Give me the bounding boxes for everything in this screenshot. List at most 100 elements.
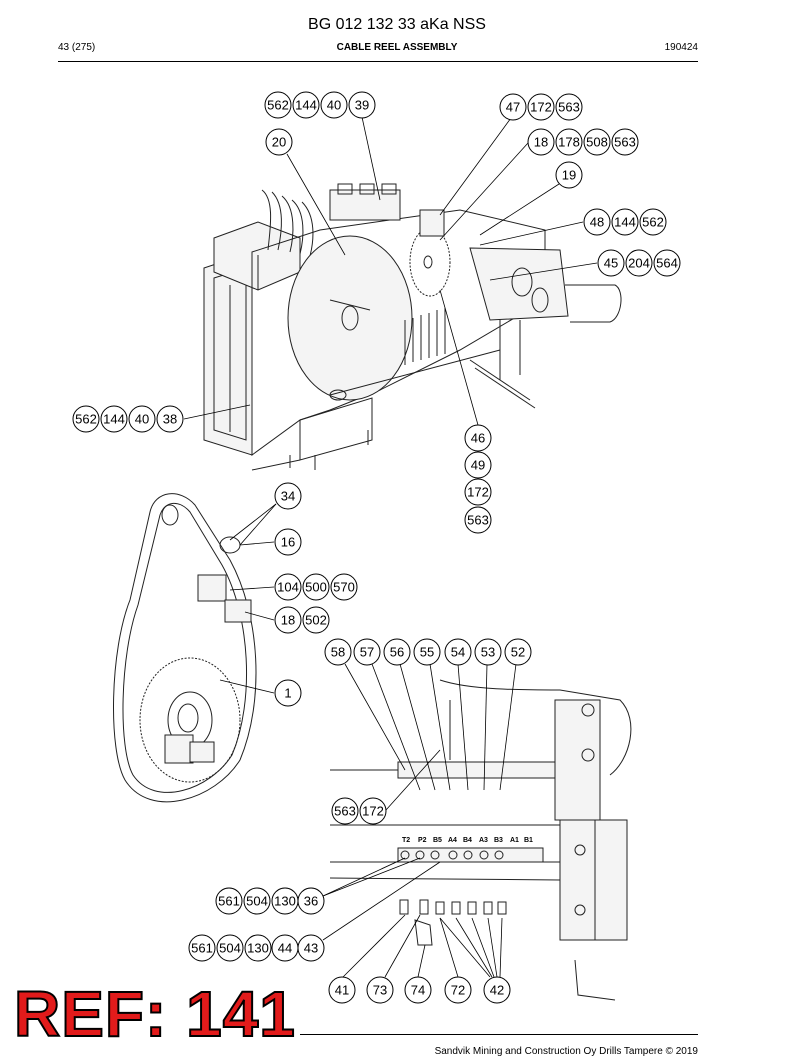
callout-58: 58 [324,638,352,666]
lower-fittings [399,899,507,946]
valve-label-b1: B1 [524,837,533,844]
callout-56: 56 [383,638,411,666]
svg-text:54: 54 [451,645,465,660]
svg-text:204: 204 [628,256,650,271]
callout-72: 72 [444,976,472,1004]
page-number: 43 (275) [58,42,96,53]
callout-563: 563 [555,93,583,121]
callout-130: 130 [271,887,299,915]
svg-text:563: 563 [558,100,580,115]
svg-text:178: 178 [558,135,580,150]
callout-144: 144 [100,405,128,433]
callout-48: 48 [583,208,611,236]
svg-text:40: 40 [135,412,149,427]
svg-text:56: 56 [390,645,404,660]
svg-text:19: 19 [562,168,576,183]
svg-text:43: 43 [304,941,318,956]
leader-lines [183,116,598,978]
callout-47: 47 [499,93,527,121]
svg-text:504: 504 [219,941,241,956]
svg-text:47: 47 [506,100,520,115]
callout-57: 57 [353,638,381,666]
callout-563: 563 [331,797,359,825]
svg-text:563: 563 [334,804,356,819]
callout-563: 563 [464,506,492,534]
svg-text:504: 504 [246,894,268,909]
callout-40: 40 [128,405,156,433]
callout-1: 1 [274,679,302,707]
header-rule [58,61,698,62]
callout-508: 508 [583,128,611,156]
svg-text:502: 502 [305,613,327,628]
callout-20: 20 [265,128,293,156]
svg-text:561: 561 [191,941,213,956]
callout-561: 561 [215,887,243,915]
svg-text:508: 508 [586,135,608,150]
svg-text:562: 562 [642,215,664,230]
callout-172: 172 [464,478,492,506]
valve-manifold-detail: T2 P2 B5 A4 B4 A3 B3 A1 B1 [329,679,632,1001]
callout-144: 144 [292,91,320,119]
svg-text:55: 55 [420,645,434,660]
svg-text:46: 46 [471,431,485,446]
footer-copyright: Sandvik Mining and Construction Oy Drill… [434,1046,698,1057]
callout-562: 562 [264,91,292,119]
callout-563: 563 [611,128,639,156]
callout-502: 502 [302,606,330,634]
svg-text:45: 45 [604,256,618,271]
callout-38: 38 [156,405,184,433]
svg-text:49: 49 [471,458,485,473]
svg-text:172: 172 [362,804,384,819]
svg-text:39: 39 [355,98,369,113]
belt-drive-assembly [113,493,257,803]
valve-label-a3: A3 [479,837,488,844]
valve-label-t2: T2 [402,837,410,844]
svg-text:40: 40 [327,98,341,113]
callout-19: 19 [555,161,583,189]
callout-130: 130 [244,934,272,962]
callout-504: 504 [216,934,244,962]
callout-52: 52 [504,638,532,666]
svg-text:563: 563 [467,513,489,528]
section-title: CABLE REEL ASSEMBLY [336,42,458,53]
callout-144: 144 [611,208,639,236]
valve-label-a1: A1 [510,837,519,844]
callout-570: 570 [330,573,358,601]
callout-172: 172 [527,93,555,121]
svg-text:18: 18 [281,613,295,628]
svg-text:104: 104 [277,580,299,595]
svg-text:41: 41 [335,983,349,998]
callout-45: 45 [597,249,625,277]
callout-34: 34 [274,482,302,510]
svg-text:562: 562 [75,412,97,427]
svg-text:20: 20 [272,135,286,150]
svg-text:73: 73 [373,983,387,998]
svg-text:44: 44 [278,941,292,956]
svg-text:172: 172 [467,485,489,500]
callout-41: 41 [328,976,356,1004]
callout-500: 500 [302,573,330,601]
callout-54: 54 [444,638,472,666]
svg-text:58: 58 [331,645,345,660]
svg-text:561: 561 [218,894,240,909]
callout-561: 561 [188,934,216,962]
callout-16: 16 [274,528,302,556]
valve-label-b4: B4 [463,837,472,844]
callout-43: 43 [297,934,325,962]
svg-text:18: 18 [534,135,548,150]
cable-reel-main-assembly [203,183,622,471]
svg-text:144: 144 [295,98,317,113]
ref-stamp: REF: 141 [13,978,296,1050]
callout-172: 172 [359,797,387,825]
valve-label-b5: B5 [433,837,442,844]
valve-label-b3: B3 [494,837,503,844]
callout-46: 46 [464,424,492,452]
svg-text:500: 500 [305,580,327,595]
callout-53: 53 [474,638,502,666]
svg-text:563: 563 [614,135,636,150]
svg-text:34: 34 [281,489,295,504]
svg-text:172: 172 [530,100,552,115]
svg-text:38: 38 [163,412,177,427]
document-title: BG 012 132 33 aKa NSS [308,16,486,33]
svg-text:564: 564 [656,256,678,271]
